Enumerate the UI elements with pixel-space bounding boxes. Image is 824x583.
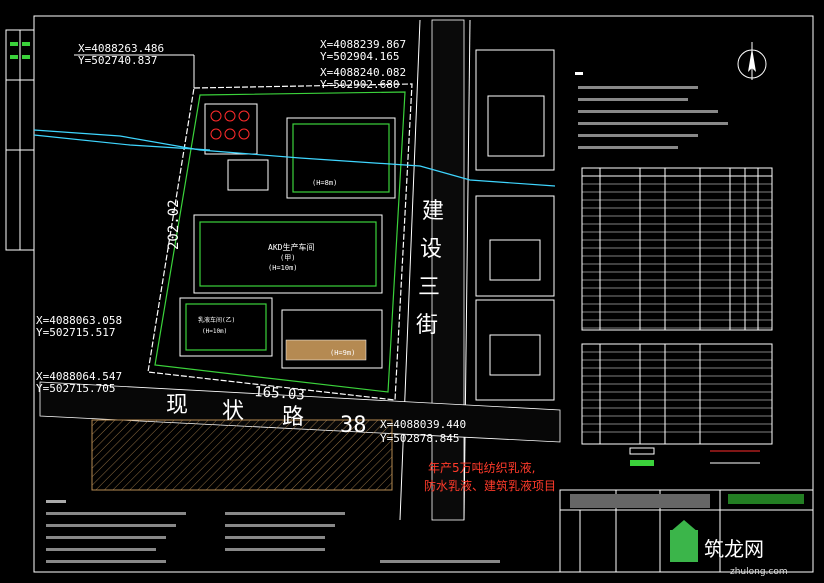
building-c-label: (H=9m)	[330, 349, 355, 357]
coord-ne-y: Y=502904.165	[320, 50, 399, 63]
project-title-line-1: 年产5万吨纺织乳液,	[428, 460, 535, 475]
title-block-blur	[570, 494, 710, 508]
coord-sw-x: X=4088064.547	[36, 370, 122, 383]
watermark-brand: 筑龙网	[704, 537, 764, 561]
east-road	[431, 19, 465, 521]
building-b	[179, 297, 273, 357]
legend-table-2-rows	[582, 351, 772, 433]
building-main-name: AKD生产车间	[268, 242, 314, 252]
building-main-area: (H=10m)	[268, 264, 298, 272]
building-main-inner	[199, 221, 377, 287]
south-road	[39, 381, 561, 443]
road-south-label: 现 状 路 38	[166, 393, 367, 438]
building-tanks	[204, 103, 258, 155]
legend-table-1	[581, 167, 773, 331]
left-strip-cells	[6, 30, 34, 250]
road-east-char-3: 三	[418, 275, 440, 300]
watermark: 筑龙网 zhulong.com	[670, 520, 788, 577]
legend-table-2	[581, 343, 773, 445]
coord-nw: X=4088263.486 Y=502740.837	[74, 42, 195, 88]
building-b-sub: (H=10m)	[202, 328, 227, 335]
legend-table-1-rows	[582, 183, 772, 329]
legend-line-samples	[629, 447, 760, 466]
road-east-char-2: 设	[420, 237, 442, 262]
title-block	[559, 489, 814, 573]
building-c	[281, 309, 383, 369]
coord-ne2-x: X=4088240.082	[320, 66, 406, 79]
site-green-ring	[154, 91, 406, 393]
building-main	[193, 214, 383, 294]
building-a-label: (H=8m)	[312, 179, 337, 187]
general-notes	[46, 500, 500, 563]
building-main-sub: (甲)	[280, 254, 295, 262]
building-b-name: 乳液车间(乙)	[198, 316, 235, 324]
project-title: 年产5万吨纺织乳液, 防水乳液、建筑乳液项目	[424, 460, 556, 493]
coord-w: X=4088063.058 Y=502715.517	[36, 314, 122, 339]
coord-ne: X=4088239.867 Y=502904.165 X=4088240.082…	[320, 38, 406, 91]
sheet-frame	[33, 15, 814, 573]
pipeline	[33, 129, 556, 187]
coord-nw-x: X=4088263.486	[78, 42, 164, 55]
building-b-inner	[185, 303, 267, 351]
coord-ne2-y: Y=502902.680	[320, 78, 399, 91]
title-block-green	[728, 494, 804, 504]
watermark-url: zhulong.com	[730, 567, 788, 577]
site-boundary	[147, 83, 413, 401]
dim-west: 202.02	[166, 199, 182, 250]
neighbor-buildings	[475, 49, 555, 401]
south-lot-hatch	[91, 419, 393, 491]
dim-south: 165.03	[254, 384, 306, 403]
coord-se-y: Y=502878.845	[380, 432, 459, 445]
road-east-char-4: 街	[416, 313, 438, 338]
north-arrow-icon	[737, 42, 767, 80]
tank-circles	[210, 110, 250, 140]
coord-w-y: Y=502715.517	[36, 326, 115, 339]
design-notes	[575, 72, 728, 149]
road-south-char-4: 38	[340, 413, 367, 438]
road-east-char-1: 建	[422, 199, 444, 224]
pipeline-branch	[33, 134, 211, 151]
building-c-sand	[285, 339, 367, 361]
road-south-char-3: 路	[282, 405, 304, 430]
coord-se-x: X=4088039.440	[380, 418, 466, 431]
coord-nw-y: Y=502740.837	[78, 54, 157, 67]
project-title-line-2: 防水乳液、建筑乳液项目	[424, 478, 556, 493]
coord-w-x: X=4088063.058	[36, 314, 122, 327]
road-east-label: 建 设 三 街	[416, 199, 444, 338]
coord-sw: X=4088064.547 Y=502715.705	[36, 370, 122, 395]
coord-sw-y: Y=502715.705	[36, 382, 115, 395]
small-building-1	[227, 159, 269, 191]
coord-ne-x: X=4088239.867	[320, 38, 406, 51]
road-south-char-2: 状	[222, 399, 244, 424]
road-south-char-1: 现	[166, 393, 188, 418]
coord-se: X=4088039.440 Y=502878.845	[380, 418, 466, 445]
left-strip-marks	[10, 42, 30, 59]
building-a	[286, 117, 396, 199]
